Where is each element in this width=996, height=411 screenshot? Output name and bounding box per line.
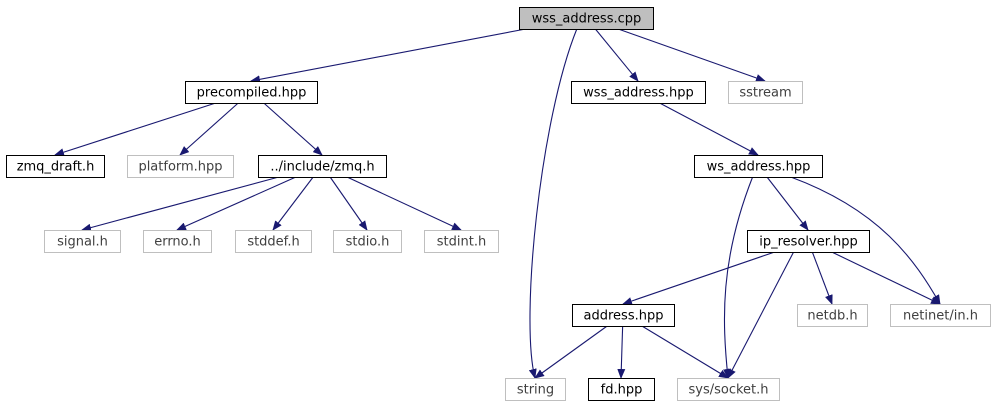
- node-stdio-h[interactable]: stdio.h: [333, 230, 402, 253]
- node-box[interactable]: [747, 230, 870, 253]
- node-box[interactable]: [505, 378, 566, 401]
- node-signal-h[interactable]: signal.h: [44, 230, 121, 253]
- edge-precompiled-hpp-to-platform-hpp: [179, 102, 239, 156]
- node-stddef-h[interactable]: stddef.h: [235, 230, 312, 253]
- node-netdb-h[interactable]: netdb.h: [797, 304, 868, 327]
- edge-wss-address-cpp-to-string: [528, 28, 578, 379]
- node-netinet-in-h[interactable]: netinet/in.h: [890, 304, 991, 327]
- edge-address-hpp-to-string: [534, 325, 608, 379]
- edge-precompiled-hpp-to-zmq-draft-h: [54, 102, 216, 157]
- node-label: netinet/in.h: [903, 309, 978, 324]
- node-box[interactable]: [127, 155, 234, 178]
- node-errno-h[interactable]: errno.h: [143, 230, 212, 253]
- edge-wss-address-cpp-to-sstream: [618, 28, 766, 82]
- node-box[interactable]: [258, 155, 387, 178]
- node-box[interactable]: [572, 304, 675, 327]
- node-box[interactable]: [890, 304, 991, 327]
- node-ws-address-hpp[interactable]: ws_address.hpp: [694, 155, 823, 178]
- node-label: stddef.h: [247, 235, 299, 250]
- node-wss-address-hpp[interactable]: wss_address.hpp: [571, 81, 706, 104]
- node-zmq-draft-h[interactable]: zmq_draft.h: [6, 155, 105, 178]
- node-label: wss_address.hpp: [583, 86, 694, 101]
- node-label: stdio.h: [346, 235, 390, 250]
- edge-include-zmq-h-to-stddef-h: [272, 176, 314, 231]
- node-box[interactable]: [333, 230, 402, 253]
- node-label: address.hpp: [584, 309, 664, 324]
- node-box[interactable]: [728, 81, 803, 104]
- node-precompiled-hpp[interactable]: precompiled.hpp: [185, 81, 318, 104]
- node-string[interactable]: string: [505, 378, 566, 401]
- edge-ip-resolver-hpp-to-address-hpp: [622, 251, 775, 305]
- node-box[interactable]: [797, 304, 868, 327]
- node-label: sstream: [739, 86, 791, 101]
- node-box[interactable]: [694, 155, 823, 178]
- edge-address-hpp-to-sys-socket-h: [641, 325, 729, 379]
- node-address-hpp[interactable]: address.hpp: [572, 304, 675, 327]
- node-box[interactable]: [588, 378, 655, 401]
- node-stdint-h[interactable]: stdint.h: [424, 230, 499, 253]
- node-box[interactable]: [6, 155, 105, 178]
- node-label: precompiled.hpp: [197, 86, 307, 101]
- node-wss-address-cpp[interactable]: wss_address.cpp: [519, 7, 654, 30]
- node-include-zmq-h[interactable]: ../include/zmq.h: [258, 155, 387, 178]
- edge-address-hpp-to-fd-hpp: [617, 325, 626, 379]
- node-box[interactable]: [677, 378, 780, 401]
- node-label: fd.hpp: [601, 383, 643, 398]
- edge-ws-address-hpp-to-netinet-in-h: [790, 176, 941, 305]
- edge-include-zmq-h-to-stdint-h: [346, 176, 462, 231]
- node-sstream[interactable]: sstream: [728, 81, 803, 104]
- node-label: sys/socket.h: [688, 383, 768, 398]
- edge-ip-resolver-hpp-to-sys-socket-h: [727, 251, 795, 379]
- edge-include-zmq-h-to-errno-h: [176, 176, 297, 231]
- node-ip-resolver-hpp[interactable]: ip_resolver.hpp: [747, 230, 870, 253]
- node-label: stdint.h: [437, 235, 486, 250]
- node-label: zmq_draft.h: [17, 160, 95, 175]
- edge-wss-address-cpp-to-wss-address-hpp: [594, 28, 639, 82]
- node-label: wss_address.cpp: [532, 12, 642, 27]
- node-label: ws_address.hpp: [707, 160, 811, 175]
- edge-ip-resolver-hpp-to-netdb-h: [811, 251, 833, 305]
- node-label: ip_resolver.hpp: [759, 235, 857, 250]
- node-sys-socket-h[interactable]: sys/socket.h: [677, 378, 780, 401]
- node-fd-hpp[interactable]: fd.hpp: [588, 378, 655, 401]
- edge-include-zmq-h-to-signal-h: [81, 176, 279, 232]
- node-box[interactable]: [424, 230, 499, 253]
- edge-wss-address-hpp-to-ws-address-hpp: [659, 102, 759, 156]
- node-label: errno.h: [154, 235, 201, 250]
- node-platform-hpp[interactable]: platform.hpp: [127, 155, 234, 178]
- nodes-layer: wss_address.cpp precompiled.hpp wss_addres…: [6, 7, 991, 401]
- node-box[interactable]: [235, 230, 312, 253]
- edge-include-zmq-h-to-stdio-h: [329, 176, 368, 231]
- edge-precompiled-hpp-to-include-zmq-h: [263, 102, 323, 156]
- edge-ws-address-hpp-to-ip-resolver-hpp: [766, 176, 809, 231]
- node-label: ../include/zmq.h: [270, 160, 374, 175]
- node-box[interactable]: [143, 230, 212, 253]
- node-label: netdb.h: [807, 309, 857, 324]
- node-box[interactable]: [571, 81, 706, 104]
- edge-ip-resolver-hpp-to-netinet-in-h: [831, 251, 941, 305]
- node-box[interactable]: [44, 230, 121, 253]
- node-box[interactable]: [519, 7, 654, 30]
- edge-ws-address-hpp-to-sys-socket-h: [723, 176, 754, 379]
- node-box[interactable]: [185, 81, 318, 104]
- edges-layer: [54, 28, 941, 379]
- node-label: signal.h: [57, 235, 108, 250]
- node-label: string: [517, 383, 554, 398]
- node-label: platform.hpp: [138, 160, 222, 175]
- edge-wss-address-cpp-to-precompiled-hpp: [250, 28, 526, 84]
